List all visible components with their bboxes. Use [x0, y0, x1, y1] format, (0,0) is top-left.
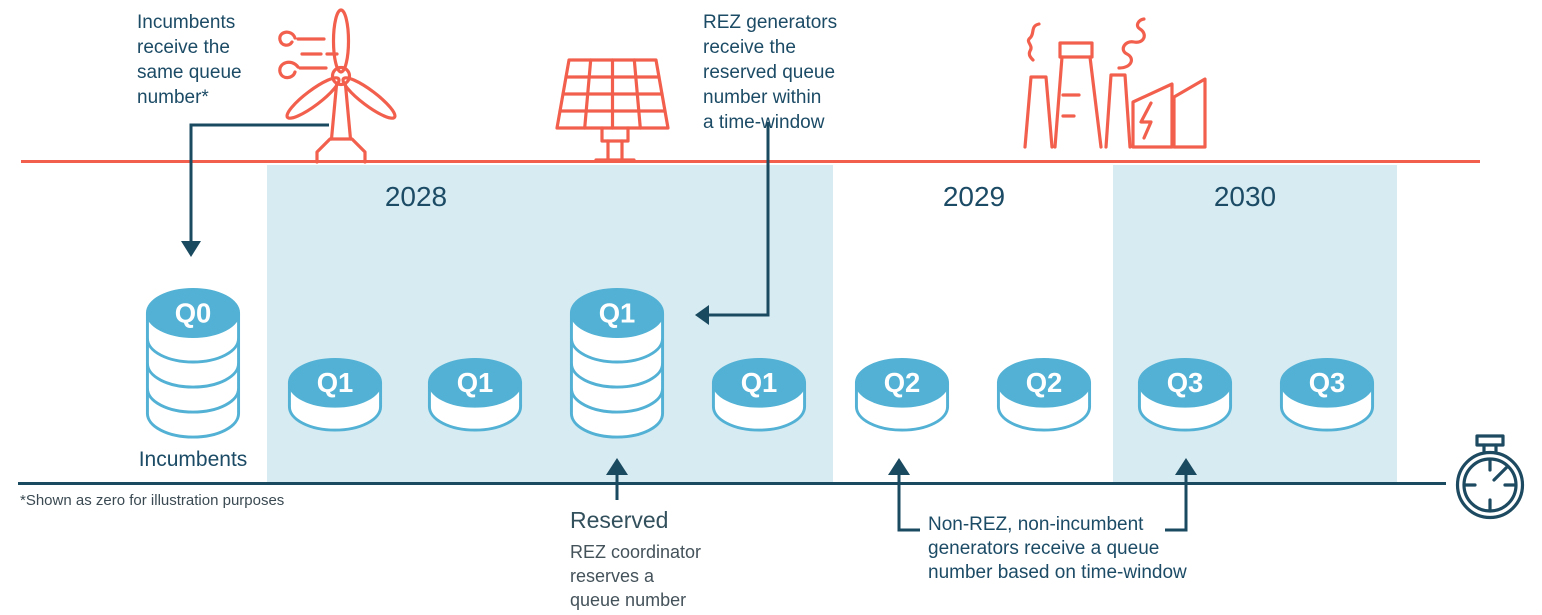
footnote: *Shown as zero for illustration purposes	[20, 492, 285, 509]
year-label-2030: 2030	[1213, 181, 1277, 212]
queue-cylinder-q2-a: Q2	[854, 357, 950, 432]
svg-text:Q3: Q3	[1309, 367, 1346, 398]
queue-cylinder-q0: Q0	[145, 287, 241, 439]
svg-text:Q1: Q1	[317, 367, 354, 398]
reserved-body: REZ coordinator reserves a queue number	[570, 542, 702, 610]
year-label-2028: 2028	[384, 181, 448, 212]
arrow-incumbents	[181, 123, 329, 257]
rez-generators-note: REZ generators receive the reserved queu…	[703, 12, 838, 133]
queue-cylinder-q2-b: Q2	[996, 357, 1092, 432]
svg-text:Q2: Q2	[884, 367, 921, 398]
incumbents-label: Incumbents	[138, 448, 248, 471]
queue-cylinder-q3-b: Q3	[1279, 357, 1375, 432]
queue-cylinder-q1-a: Q1	[287, 357, 383, 432]
solar-panel-icon	[555, 58, 670, 162]
queue-cylinder-q3-a: Q3	[1137, 357, 1233, 432]
svg-text:Q1: Q1	[741, 367, 778, 398]
queue-cylinder-q1-c: Q1	[711, 357, 807, 432]
arrow-nonrez-left	[888, 458, 920, 532]
timeline-axis	[18, 482, 1446, 485]
non-rez-note: Non-REZ, non-incumbent generators receiv…	[928, 514, 1187, 583]
year-2028-highlight-band	[267, 165, 833, 484]
svg-text:Q0: Q0	[175, 297, 212, 328]
arrow-reserved-up	[606, 458, 628, 500]
reserved-title: Reserved	[570, 507, 669, 533]
queue-cylinder-q1-b: Q1	[427, 357, 523, 432]
year-2030-highlight-band	[1113, 165, 1397, 484]
wind-turbine-icon	[278, 8, 397, 164]
incumbents-note: Incumbents receive the same queue number…	[137, 12, 242, 108]
horizon-line	[21, 160, 1480, 163]
arrow-nonrez-right	[1165, 458, 1197, 532]
stopwatch-icon	[1455, 434, 1525, 520]
arrow-rez-reserved	[695, 122, 770, 325]
queue-cylinder-q1-reserved: Q1	[569, 287, 665, 439]
svg-text:Q1: Q1	[457, 367, 494, 398]
svg-text:Q3: Q3	[1167, 367, 1204, 398]
year-label-2029: 2029	[942, 181, 1006, 212]
svg-text:Q2: Q2	[1026, 367, 1063, 398]
svg-text:Q1: Q1	[599, 297, 636, 328]
factory-icon	[1023, 17, 1207, 149]
